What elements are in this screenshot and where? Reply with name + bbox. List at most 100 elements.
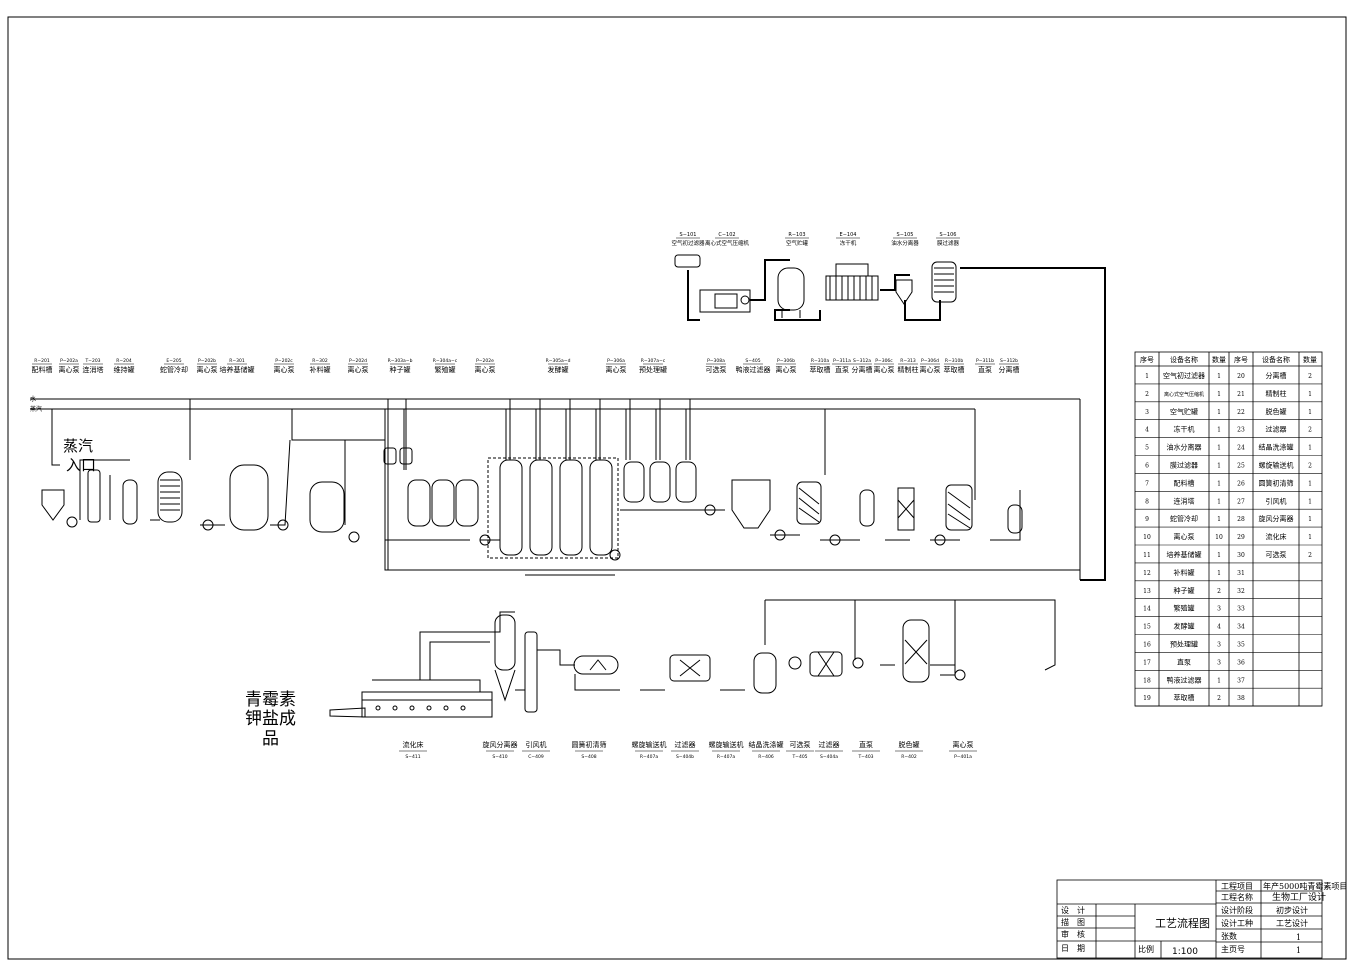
scale-value: 1:100 bbox=[1172, 947, 1198, 957]
table-cell: 2 bbox=[1308, 552, 1312, 559]
equipment-label-tag: R−305a−d bbox=[546, 358, 571, 364]
steam-line-label: 蒸汽 bbox=[30, 405, 42, 413]
table-cell: 2 bbox=[1308, 373, 1312, 380]
table-cell: 分离槽 bbox=[1266, 371, 1287, 380]
equipment-label-tag: R−310a bbox=[811, 358, 829, 364]
tb-name-label: 工程名称 bbox=[1221, 892, 1253, 902]
table-cell: 3 bbox=[1217, 642, 1221, 649]
table-cell: 29 bbox=[1237, 534, 1245, 541]
table-cell: 23 bbox=[1237, 427, 1245, 434]
equipment-label-name: 补料罐 bbox=[310, 365, 331, 374]
equipment-label-tag: S−410 bbox=[492, 754, 507, 760]
equipment-label-name: 过滤器 bbox=[675, 740, 696, 749]
table-cell: 空气初过滤器 bbox=[1163, 371, 1205, 380]
table-cell: 30 bbox=[1237, 552, 1245, 559]
fermentation-equipment bbox=[41, 447, 1023, 561]
equipment-label-name: 配料槽 bbox=[32, 365, 53, 374]
table-cell: 32 bbox=[1237, 588, 1245, 595]
table-cell: 12 bbox=[1143, 570, 1151, 577]
table-cell: 离心泵 bbox=[1174, 532, 1195, 541]
table-cell: 3 bbox=[1217, 606, 1221, 613]
drawing-frame bbox=[7, 16, 1347, 960]
equipment-label-tag: R−313 bbox=[900, 358, 916, 364]
equipment-label-name: 离心泵 bbox=[274, 365, 295, 374]
table-cell: 2 bbox=[1145, 391, 1149, 398]
table-cell: 15 bbox=[1143, 624, 1151, 631]
table-cell: 1 bbox=[1217, 498, 1221, 505]
table-cell: 34 bbox=[1237, 624, 1245, 631]
table-cell: 26 bbox=[1237, 480, 1245, 487]
equipment-label-tag: P−202e bbox=[476, 358, 494, 364]
steam-inlet-line1: 蒸汽 bbox=[63, 437, 93, 455]
tb-project-value: 年产5000吨青霉素项目 bbox=[1263, 881, 1347, 891]
header-pipes bbox=[30, 398, 1081, 676]
equipment-label-tag: S−404a bbox=[820, 754, 838, 760]
table-header-cell: 序号 bbox=[1140, 355, 1154, 364]
table-cell: 13 bbox=[1143, 588, 1151, 595]
table-cell: 1 bbox=[1217, 480, 1221, 487]
table-cell: 冻干机 bbox=[1174, 425, 1195, 434]
equipment-label-tag: P−306d bbox=[921, 358, 939, 364]
product-line1: 青霉素 bbox=[245, 690, 296, 710]
table-cell: 1 bbox=[1217, 409, 1221, 416]
drying-section bbox=[329, 611, 575, 718]
equipment-label-name: 离心泵 bbox=[475, 365, 496, 374]
equipment-label-name: 直泵 bbox=[835, 365, 849, 374]
equipment-label-tag: P−202a bbox=[60, 358, 78, 364]
table-cell: 油水分离器 bbox=[1167, 443, 1202, 452]
equipment-label-name: 直泵 bbox=[978, 365, 992, 374]
equipment-label-name: 螺旋输送机 bbox=[632, 740, 667, 749]
table-cell: 8 bbox=[1145, 498, 1149, 505]
equipment-label-name: 繁殖罐 bbox=[435, 365, 456, 374]
scale-label: 比例 bbox=[1138, 944, 1154, 954]
equipment-label-tag: P−308a bbox=[707, 358, 725, 364]
table-cell: 17 bbox=[1143, 659, 1151, 666]
drawing-title: 工艺流程图 bbox=[1155, 916, 1210, 930]
table-cell: 1 bbox=[1308, 534, 1312, 541]
steam-inlet-line2: 入口 bbox=[66, 456, 96, 474]
equipment-table-grid bbox=[1134, 351, 1323, 707]
product-line2: 钾盐成 bbox=[245, 709, 296, 729]
table-cell: 流化床 bbox=[1266, 532, 1287, 541]
purification-equipment bbox=[573, 619, 966, 694]
air-supply-section bbox=[687, 259, 1106, 581]
table-cell: 16 bbox=[1143, 642, 1151, 649]
equipment-label-tag: S−408 bbox=[581, 754, 596, 760]
table-cell: 6 bbox=[1145, 463, 1149, 470]
table-cell: 10 bbox=[1143, 534, 1151, 541]
equipment-label-tag: R−303a−b bbox=[388, 358, 413, 364]
table-cell: 1 bbox=[1217, 373, 1221, 380]
purification-equipment-labels: 流化床S−411旋风分离器S−410引风机C−409圆簧初清筛S−408螺旋输送… bbox=[399, 740, 977, 760]
air-label-tag: E−104 bbox=[840, 232, 857, 238]
equipment-label-name: 萃取槽 bbox=[810, 365, 831, 374]
equipment-label-name: 发酵罐 bbox=[548, 365, 569, 374]
tb-sheets-value: 1 bbox=[1296, 933, 1301, 942]
equipment-label-name: 离心泵 bbox=[920, 365, 941, 374]
equipment-label-name: 分离槽 bbox=[999, 365, 1020, 374]
table-cell: 预处理罐 bbox=[1170, 640, 1198, 649]
air-label-tag: S−101 bbox=[680, 232, 697, 238]
table-cell: 2 bbox=[1308, 427, 1312, 434]
equipment-label-tag: R−406 bbox=[758, 754, 774, 760]
table-cell: 1 bbox=[1308, 480, 1312, 487]
tb-type-value: 工艺设计 bbox=[1276, 918, 1308, 928]
table-cell: 2 bbox=[1308, 463, 1312, 470]
table-cell: 28 bbox=[1237, 516, 1245, 523]
equipment-label-tag: R−307a−c bbox=[641, 358, 666, 364]
air-equipment bbox=[674, 254, 957, 318]
equipment-label-tag: R−204 bbox=[116, 358, 132, 364]
equipment-label-name: 连消塔 bbox=[83, 365, 104, 374]
equipment-label-tag: S−404b bbox=[676, 754, 694, 760]
table-header-cell: 数量 bbox=[1212, 355, 1226, 364]
equipment-label-tag: P−202b bbox=[198, 358, 216, 364]
table-cell: 20 bbox=[1237, 373, 1245, 380]
table-cell: 可选泵 bbox=[1266, 550, 1287, 559]
equipment-label-tag: E−205 bbox=[166, 358, 181, 364]
table-cell: 1 bbox=[1308, 409, 1312, 416]
equipment-label-name: 种子罐 bbox=[390, 365, 411, 374]
table-header-cell: 设备名称 bbox=[1170, 355, 1198, 364]
equipment-label-tag: R−304a−c bbox=[433, 358, 458, 364]
air-label-name: 空气初过滤器 bbox=[671, 239, 705, 247]
table-cell: 培养基储罐 bbox=[1167, 550, 1202, 559]
equipment-label-name: 维持罐 bbox=[114, 365, 135, 374]
